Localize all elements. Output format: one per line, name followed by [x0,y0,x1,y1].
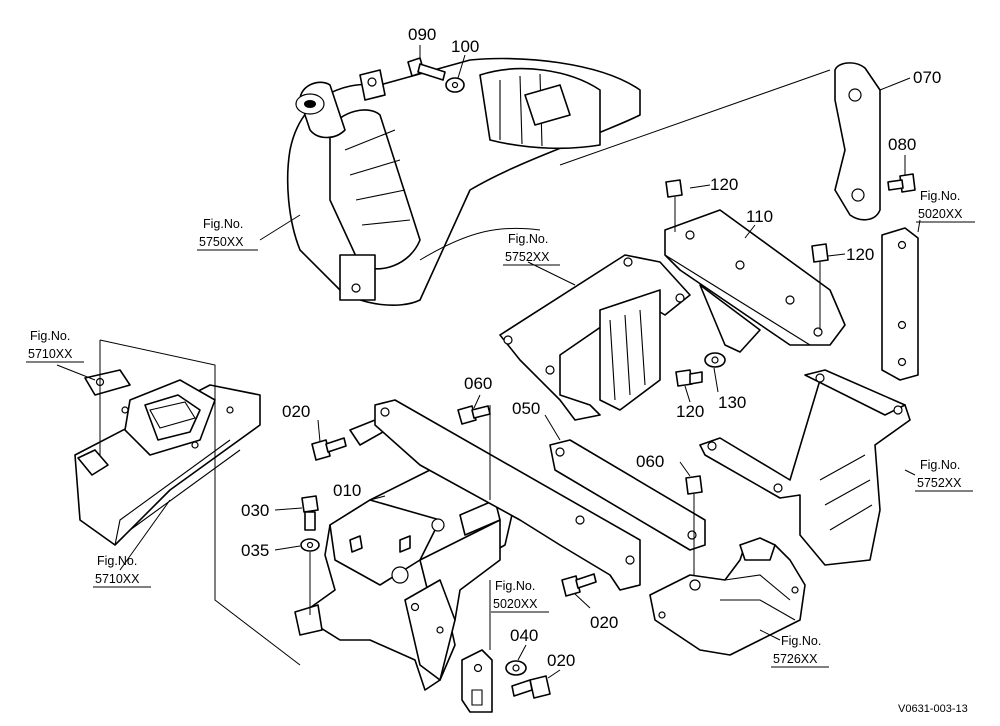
bolt-030 [301,495,319,531]
figure-ref-5752-right: Fig.No. 5752XX [915,458,973,492]
drawing-number: V0631-003-13 [898,703,968,715]
label-030: 030 [241,501,269,520]
label-020-bottom: 020 [547,651,575,670]
bolt-120-top [665,179,683,232]
bracket-070 [834,62,881,221]
fig-number: 5020XX [918,207,963,221]
bolt-020-center [561,573,597,597]
fig-number: 5710XX [95,572,140,586]
fig-prefix: Fig.No. [920,458,960,472]
fig-prefix: Fig.No. [920,189,960,203]
plate-110 [664,209,846,353]
label-060-left: 060 [464,374,492,393]
label-120-top: 120 [710,175,738,194]
label-130: 130 [718,393,746,412]
fig-prefix: Fig.No. [508,232,548,246]
label-120-right: 120 [846,245,874,264]
label-090: 090 [408,25,436,44]
fig-number: 5020XX [493,597,538,611]
washer-100 [445,77,465,93]
label-060-right: 060 [636,452,664,471]
fig-number: 5726XX [773,652,818,666]
bolt-060-right [685,475,703,580]
label-050: 050 [512,399,540,418]
label-080: 080 [888,135,916,154]
bolt-120-right [811,243,829,330]
label-120-lower: 120 [676,402,704,421]
figure-ref-5020-bottom: Fig.No. 5020XX [491,579,549,613]
fig-number: 5752XX [505,250,550,264]
bolt-060-left [457,405,491,425]
figure-ref-5726: Fig.No. 5726XX [771,634,829,668]
label-035: 035 [241,541,269,560]
bolt-090 [407,57,446,81]
bracket-010 [294,419,521,691]
label-040: 040 [510,626,538,645]
plate-5020-bottom [461,580,493,713]
washer-035 [300,538,320,552]
label-020-left: 020 [282,402,310,421]
fig-number: 5750XX [199,235,244,249]
bolt-020-bottom [511,675,551,699]
label-070: 070 [913,68,941,87]
label-020-center: 020 [590,613,618,632]
plate-5020-right [881,227,919,381]
figure-ref-5710-top: Fig.No. 5710XX [26,329,84,363]
fig-number: 5752XX [917,476,962,490]
part-labels: 090 100 070 080 120 110 120 060 020 050 … [241,25,941,670]
fig-prefix: Fig.No. [30,329,70,343]
bolt-080 [887,173,916,193]
fig-number: 5710XX [28,347,73,361]
fig-prefix: Fig.No. [781,634,821,648]
label-110: 110 [746,207,773,226]
fig-prefix: Fig.No. [495,579,535,593]
air-cleaner-assembly [286,57,831,306]
exhaust-part-5726 [649,537,806,656]
bracket-5752-center [499,254,691,421]
fig-prefix: Fig.No. [97,554,137,568]
washer-130 [704,352,726,368]
figure-ref-5752-center: Fig.No. 5752XX [503,232,560,266]
figure-ref-5750: Fig.No. 5750XX [197,217,258,251]
exhaust-manifold-5710 [74,339,301,666]
label-100: 100 [451,37,479,56]
bolt-020-left [311,437,347,461]
fig-prefix: Fig.No. [203,217,243,231]
bracket-5752-right [699,369,911,566]
figure-ref-5710-bottom: Fig.No. 5710XX [93,554,151,588]
washer-040 [505,660,527,676]
bolt-120-lower [675,369,703,387]
figure-ref-5020-right: Fig.No. 5020XX [916,189,975,223]
label-010: 010 [333,481,361,500]
